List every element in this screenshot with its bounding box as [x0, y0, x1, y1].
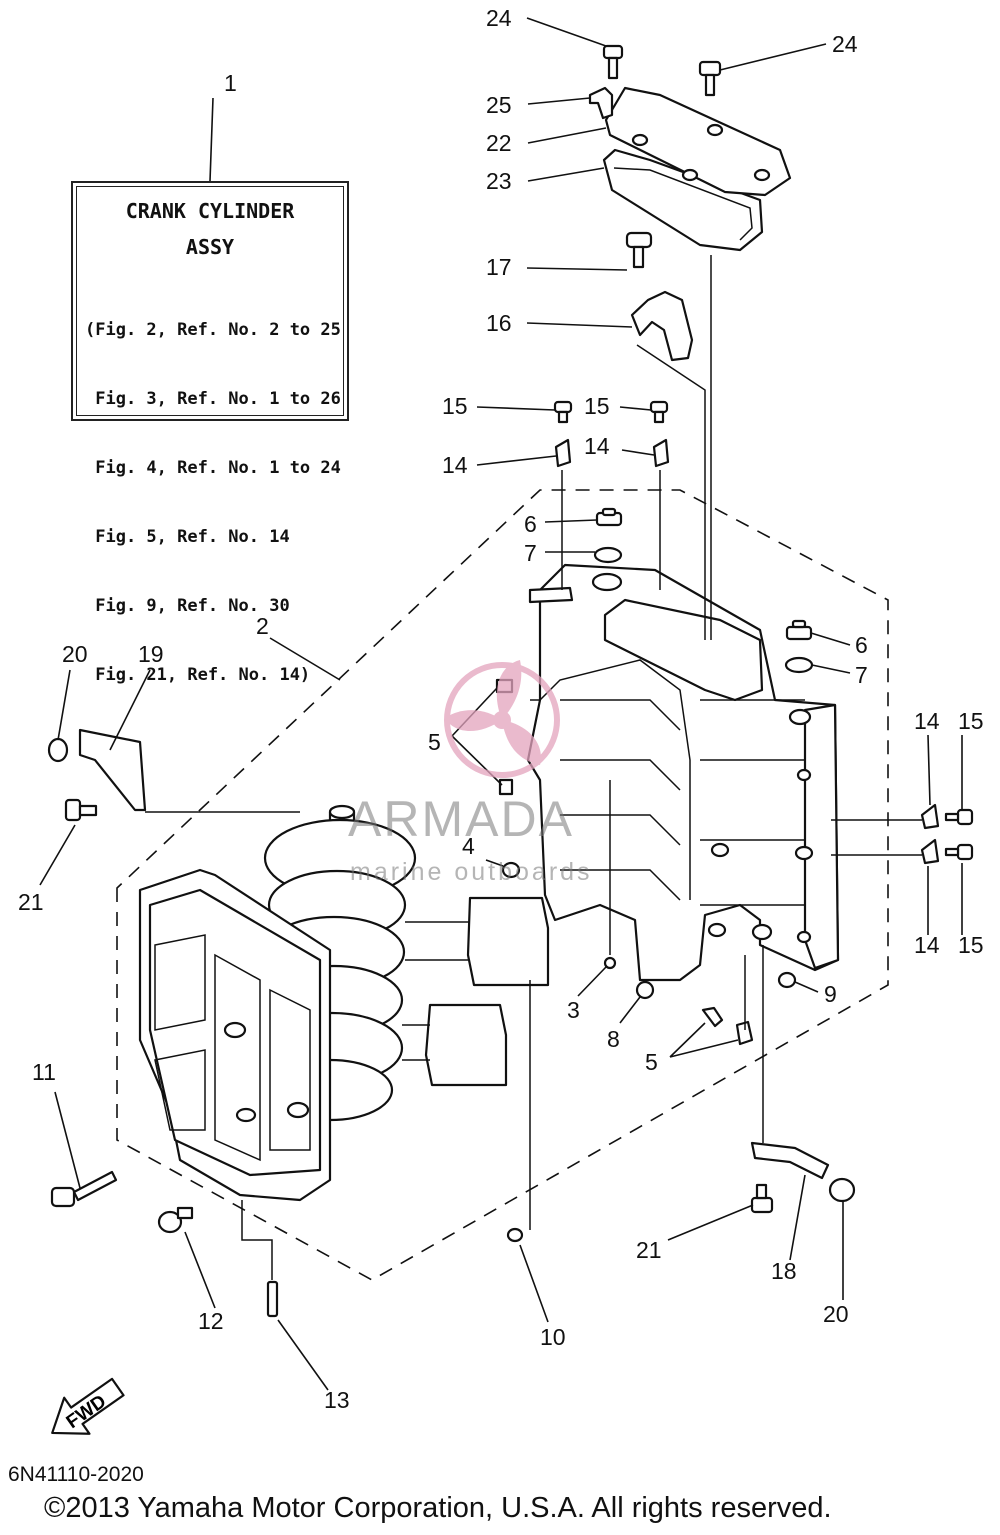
note-line: Fig. 3, Ref. No. 1 to 26: [85, 389, 341, 409]
plug-12: [157, 1206, 194, 1234]
callout-12: 12: [198, 1308, 224, 1334]
cap-20-left: [47, 737, 69, 763]
screw-15-c: [944, 808, 974, 826]
callout-11: 11: [32, 1059, 56, 1085]
callout-8: 8: [607, 1026, 620, 1052]
dowel-4: [501, 861, 521, 879]
plate-19: [78, 728, 147, 812]
clip-14-b: [652, 438, 670, 468]
plug-9: [777, 971, 797, 989]
bolt-17: [625, 231, 653, 269]
callout-15: 15: [958, 708, 984, 734]
clamp-25: [588, 86, 614, 120]
copyright-notice: ©2013 Yamaha Motor Corporation, U.S.A. A…: [44, 1492, 832, 1524]
note-line: Fig. 9, Ref. No. 30: [85, 596, 290, 616]
pin-3: [603, 956, 617, 970]
crankcase-upper: [526, 563, 840, 982]
callout-9: 9: [824, 981, 837, 1007]
callout-16: 16: [486, 310, 512, 336]
callout-1: 1: [224, 70, 237, 96]
callout-17: 17: [486, 254, 512, 280]
callout-25: 25: [486, 92, 512, 118]
note-line: Fig. 21, Ref. No. 14): [85, 665, 311, 685]
bolt-11: [50, 1170, 118, 1208]
callout-22: 22: [486, 130, 512, 156]
stud-13: [266, 1280, 279, 1318]
bracket-18: [750, 1141, 830, 1180]
callout-5: 5: [645, 1049, 658, 1075]
callout-24: 24: [832, 31, 858, 57]
watermark-logo-icon: [444, 660, 560, 778]
callout-23: 23: [486, 168, 512, 194]
callout-14: 14: [914, 932, 940, 958]
note-subtitle: ASSY: [185, 235, 235, 259]
note-line: (Fig. 2, Ref. No. 2 to 25: [85, 320, 341, 340]
callout-14: 14: [584, 433, 610, 459]
note-references: (Fig. 2, Ref. No. 2 to 25 Fig. 3, Ref. N…: [85, 273, 341, 733]
bolt-24-left: [602, 44, 624, 80]
exhaust-cover: [604, 86, 792, 197]
clip-14-d: [920, 838, 940, 865]
bolt-24-right: [698, 60, 722, 97]
dowel-10: [506, 1227, 524, 1243]
bolt-6-right: [785, 619, 813, 641]
bolt-21-left: [64, 798, 98, 822]
fwd-arrow: FWD: [51, 1377, 125, 1435]
watermark-subtext: marine outboards: [350, 858, 593, 886]
bolt-6-top: [595, 507, 623, 527]
cap-20-right: [828, 1177, 856, 1203]
leader-lines: [39, 17, 963, 1391]
callout-10: 10: [540, 1324, 566, 1350]
callout-21: 21: [18, 889, 44, 915]
callout-21: 21: [636, 1237, 662, 1263]
callout-5: 5: [428, 729, 441, 755]
callout-2: 2: [256, 613, 269, 639]
clamp-16: [630, 290, 694, 362]
screw-15-d: [944, 843, 974, 861]
callout-19: 19: [138, 641, 164, 667]
callout-7: 7: [855, 662, 868, 688]
document-code: 6N41110-2020: [8, 1463, 144, 1486]
callout-20: 20: [62, 641, 88, 667]
screw-15-b: [649, 400, 669, 424]
plug-8: [635, 980, 655, 1000]
callout-6: 6: [524, 511, 537, 537]
bolt-21-right: [750, 1183, 774, 1214]
elbow-5-b: [701, 1006, 754, 1046]
callout-13: 13: [324, 1387, 350, 1413]
exhaust-cover-gasket: [602, 148, 764, 252]
callout-15: 15: [584, 393, 610, 419]
guide-lines: [145, 255, 922, 1280]
assembly-boundary: [116, 489, 889, 1281]
callout-4: 4: [462, 833, 475, 859]
washer-7-right: [784, 656, 814, 674]
clip-14-a: [554, 438, 572, 468]
note-title: CRANK CYLINDER: [125, 199, 295, 223]
callout-14: 14: [442, 452, 468, 478]
note-line: Fig. 4, Ref. No. 1 to 24: [85, 458, 341, 478]
callout-15: 15: [958, 932, 984, 958]
callout-15: 15: [442, 393, 468, 419]
washer-7-top: [593, 546, 623, 564]
callout-24: 24: [486, 5, 512, 31]
callout-6: 6: [855, 632, 868, 658]
screw-15-a: [553, 400, 573, 424]
callout-14: 14: [914, 708, 940, 734]
callout-20: 20: [823, 1301, 849, 1327]
callout-7: 7: [524, 540, 537, 566]
clip-14-c: [920, 803, 940, 830]
crankcase-lower: [138, 868, 332, 1202]
callout-18: 18: [771, 1258, 797, 1284]
assembly-note-box: CRANK CYLINDER ASSY (Fig. 2, Ref. No. 2 …: [71, 181, 349, 685]
watermark-text: ARMADA: [348, 791, 574, 847]
callout-3: 3: [567, 997, 580, 1023]
note-line: Fig. 5, Ref. No. 14: [85, 527, 290, 547]
